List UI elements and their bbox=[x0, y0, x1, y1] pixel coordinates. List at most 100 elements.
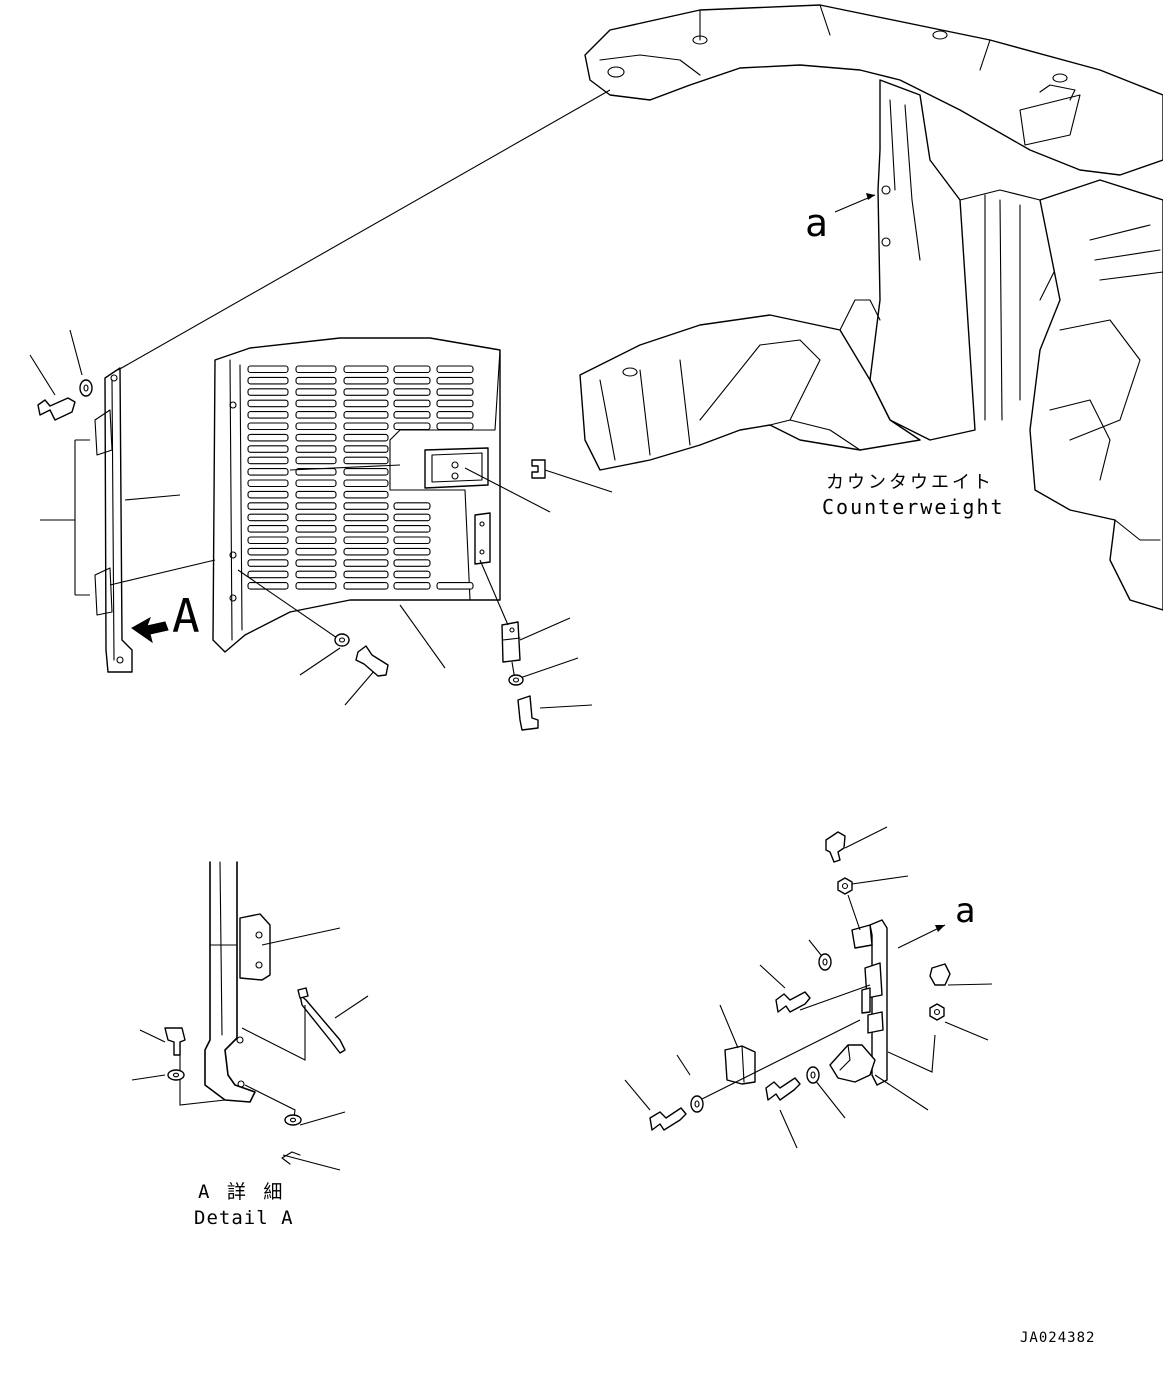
washer-icon bbox=[508, 674, 524, 686]
grille-cover bbox=[212, 337, 501, 653]
vent-slot bbox=[343, 422, 389, 431]
vent-slot bbox=[247, 376, 289, 385]
bracket-assembly bbox=[724, 919, 888, 1086]
vent-slot bbox=[393, 502, 431, 510]
vent-slot bbox=[295, 525, 337, 533]
vent-slot bbox=[343, 536, 389, 545]
vent-slot bbox=[295, 365, 337, 374]
vent-slot bbox=[295, 388, 337, 396]
washer-icon bbox=[334, 633, 350, 647]
vent-slot bbox=[247, 559, 289, 567]
vent-slot bbox=[343, 582, 389, 590]
vent-slot bbox=[295, 399, 337, 408]
vent-slot bbox=[247, 399, 289, 408]
washer-icon bbox=[284, 1114, 302, 1126]
bolt-icon bbox=[164, 1027, 186, 1056]
counterweight-body bbox=[579, 4, 1163, 611]
vent-slot bbox=[295, 456, 337, 465]
washer-icon bbox=[806, 1066, 820, 1084]
vent-slot bbox=[393, 399, 431, 408]
vent-slot bbox=[343, 433, 389, 442]
vent-slot bbox=[295, 547, 337, 556]
vent-slot bbox=[393, 536, 431, 545]
bolt-icon bbox=[765, 1077, 801, 1101]
washer-icon bbox=[79, 379, 93, 397]
vent-slot bbox=[393, 388, 431, 396]
vent-slot bbox=[295, 445, 337, 453]
vent-slot bbox=[343, 513, 389, 522]
vent-slot bbox=[343, 468, 389, 476]
vent-slot bbox=[247, 525, 289, 533]
detail-a-en-label: Detail A bbox=[194, 1207, 294, 1229]
vent-slot bbox=[295, 422, 337, 431]
vent-slot bbox=[393, 376, 431, 385]
view-arrow-a: A bbox=[131, 589, 200, 644]
vent-slot bbox=[247, 479, 289, 488]
vent-slot bbox=[393, 559, 431, 567]
vent-slot bbox=[436, 388, 474, 396]
vent-slot bbox=[247, 433, 289, 442]
vent-slot bbox=[393, 525, 431, 533]
washer-icon bbox=[690, 1095, 704, 1113]
vent-slot bbox=[247, 582, 289, 590]
ref-a-top-label: a bbox=[805, 201, 828, 245]
vent-slot bbox=[295, 376, 337, 385]
nut-icon bbox=[929, 1003, 945, 1021]
ref-arrow-a-top: a bbox=[805, 193, 876, 245]
vent-slot bbox=[247, 445, 289, 453]
bolt-icon bbox=[37, 397, 76, 421]
washer-icon bbox=[167, 1069, 185, 1081]
bolt-icon bbox=[775, 991, 811, 1013]
vent-slot bbox=[343, 376, 389, 385]
vent-slot bbox=[247, 570, 289, 579]
vent-slots bbox=[247, 365, 474, 590]
bolt-icon bbox=[355, 645, 389, 677]
view-arrow-a-label: A bbox=[172, 589, 200, 643]
vent-slot bbox=[436, 399, 474, 408]
vent-slot bbox=[343, 365, 389, 374]
detail-a-jp-label: A 詳 細 bbox=[198, 1181, 285, 1203]
vent-slot bbox=[393, 513, 431, 522]
pin-icon bbox=[281, 1151, 301, 1165]
vent-slot bbox=[393, 365, 431, 374]
vent-slot bbox=[247, 422, 289, 431]
vent-slot bbox=[393, 422, 431, 431]
bolt-icon bbox=[649, 1107, 687, 1131]
vent-slot bbox=[247, 468, 289, 476]
vent-slot bbox=[343, 502, 389, 510]
bolt-icon bbox=[929, 963, 951, 986]
vent-slot bbox=[295, 479, 337, 488]
vent-slot bbox=[343, 445, 389, 453]
vent-slot bbox=[247, 502, 289, 510]
vent-slot bbox=[295, 536, 337, 545]
vent-slot bbox=[393, 547, 431, 556]
vent-slot bbox=[393, 582, 431, 590]
vent-slot bbox=[393, 570, 431, 579]
nut-icon bbox=[837, 877, 853, 895]
drawing-number: JA024382 bbox=[1020, 1330, 1095, 1346]
vent-slot bbox=[295, 559, 337, 567]
vent-slot bbox=[436, 365, 474, 374]
vent-slot bbox=[295, 502, 337, 510]
vent-slot bbox=[247, 365, 289, 374]
vent-slot bbox=[343, 490, 389, 499]
vent-slot bbox=[247, 547, 289, 556]
vent-slot bbox=[343, 559, 389, 567]
vent-slot bbox=[343, 411, 389, 419]
vent-slot bbox=[295, 411, 337, 419]
detail-a-drawing bbox=[204, 861, 346, 1103]
counterweight-jp-label: カウンタウエイト bbox=[826, 472, 994, 493]
vent-slot bbox=[436, 411, 474, 419]
bolt-icon bbox=[825, 831, 846, 863]
vent-slot bbox=[247, 411, 289, 419]
vent-slot bbox=[247, 490, 289, 499]
vent-slot bbox=[393, 411, 431, 419]
ref-a-bottom-label: a bbox=[955, 891, 975, 931]
vent-slot bbox=[295, 570, 337, 579]
vent-slot bbox=[295, 490, 337, 499]
counterweight-en-label: Counterweight bbox=[822, 495, 1005, 519]
bolt-icon bbox=[517, 695, 539, 731]
vent-slot bbox=[343, 388, 389, 396]
